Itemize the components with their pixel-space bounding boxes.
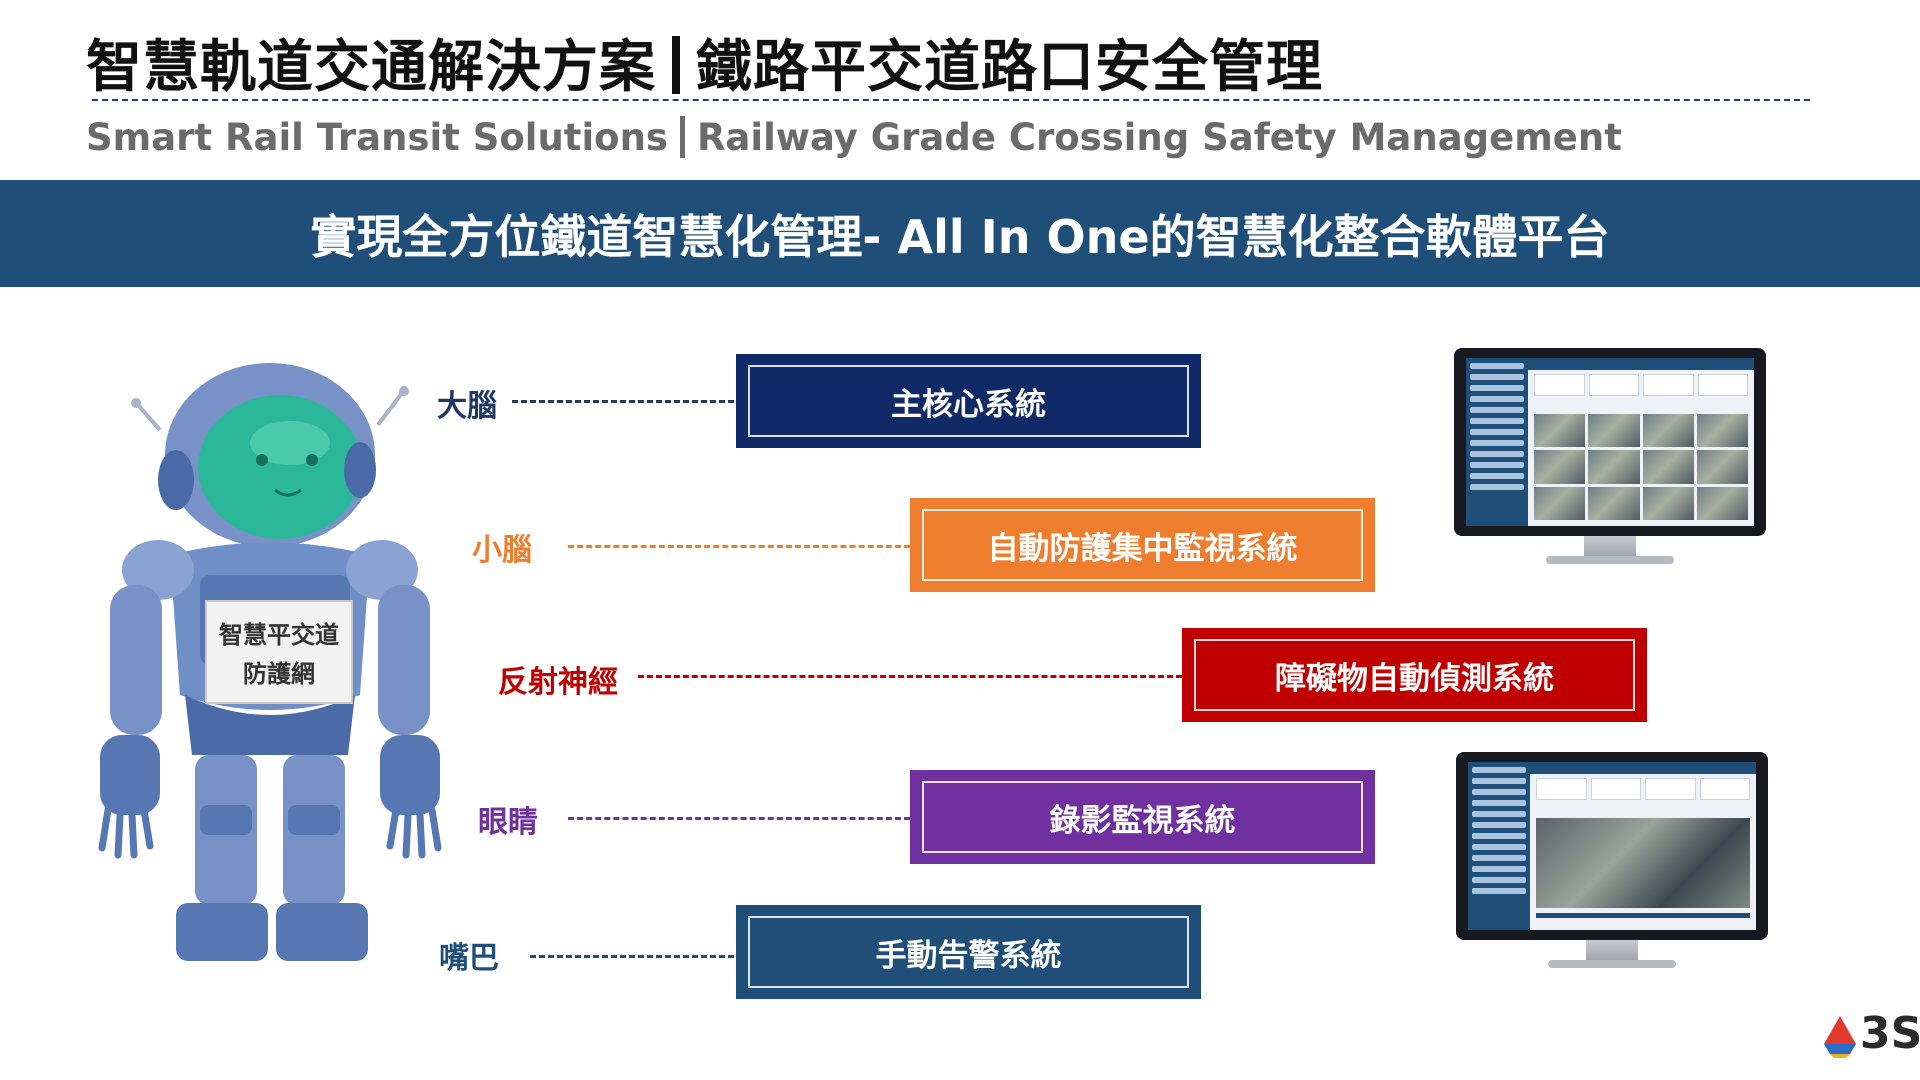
- monitor-sidebar: [1468, 762, 1530, 930]
- page-subtitle-en-right: Railway Grade Crossing Safety Management: [696, 116, 1622, 159]
- monitor-stand: [1586, 940, 1638, 962]
- row-label-mouth: 嘴巴: [439, 941, 499, 976]
- page-title: 智慧軌道交通解決方案鐵路平交道路口安全管理: [86, 22, 1323, 103]
- row-label-cerebellum: 小腦: [472, 533, 532, 568]
- connector-line: [568, 545, 910, 548]
- connector-line: [530, 955, 734, 958]
- page-subtitle: Smart Rail Transit Solutions Railway Grad…: [86, 116, 1622, 159]
- row-label-brain: 大腦: [437, 389, 497, 424]
- system-box-auto-protection-label: 自動防護集中監視系統: [922, 509, 1363, 581]
- monitor-camera-grid: [1454, 348, 1766, 568]
- robot-sign-line1: 智慧平交道: [219, 621, 339, 649]
- monitor-stand: [1584, 536, 1636, 558]
- connector-line: [568, 817, 910, 820]
- page-subtitle-en-left: Smart Rail Transit Solutions: [86, 116, 668, 159]
- subtitle-divider: [679, 116, 685, 158]
- system-box-core-label: 主核心系統: [748, 365, 1189, 437]
- title-divider: [672, 36, 680, 94]
- company-logo-icon: [1820, 1014, 1860, 1058]
- row-label-eyes: 眼睛: [478, 805, 538, 840]
- row-label-reflex: 反射神經: [498, 665, 618, 700]
- monitor-screen: [1468, 762, 1756, 930]
- page-title-zh-left: 智慧軌道交通解決方案: [86, 35, 656, 100]
- robot-chest-sign: 智慧平交道 防護網: [205, 600, 353, 704]
- monitor-stats: [1534, 374, 1748, 396]
- monitor-base: [1546, 556, 1674, 564]
- system-box-obstacle-detection-label: 障礙物自動偵測系統: [1194, 639, 1635, 711]
- connector-line: [638, 675, 1182, 678]
- monitor-topbar: [1528, 358, 1754, 370]
- camera-grid: [1534, 414, 1748, 520]
- title-dashed-rule: [92, 99, 1810, 101]
- system-box-auto-protection: 自動防護集中監視系統: [910, 498, 1375, 592]
- headline-banner: 實現全方位鐵道智慧化管理- All In One的智慧化整合軟體平台: [0, 180, 1920, 287]
- system-box-video-surveillance: 錄影監視系統: [910, 770, 1375, 864]
- headline-banner-text: 實現全方位鐵道智慧化管理- All In One的智慧化整合軟體平台: [310, 209, 1610, 264]
- monitor-sidebar: [1466, 358, 1528, 526]
- system-box-video-surveillance-label: 錄影監視系統: [922, 781, 1363, 853]
- video-frame: [1536, 818, 1750, 908]
- system-box-manual-alarm: 手動告警系統: [736, 905, 1201, 999]
- system-box-manual-alarm-label: 手動告警系統: [748, 916, 1189, 988]
- robot-sign-line2: 防護網: [243, 660, 315, 688]
- connector-line: [512, 400, 734, 403]
- video-timeline: [1536, 913, 1750, 918]
- monitor-base: [1548, 960, 1676, 968]
- system-box-core: 主核心系統: [736, 354, 1201, 448]
- monitor-stats: [1536, 778, 1750, 800]
- monitor-video-playback: [1456, 752, 1768, 972]
- monitor-topbar: [1530, 762, 1756, 774]
- system-box-obstacle-detection: 障礙物自動偵測系統: [1182, 628, 1647, 722]
- company-logo-text: 3S: [1860, 1008, 1920, 1059]
- monitor-screen: [1466, 358, 1754, 526]
- page-title-zh-right: 鐵路平交道路口安全管理: [696, 35, 1323, 100]
